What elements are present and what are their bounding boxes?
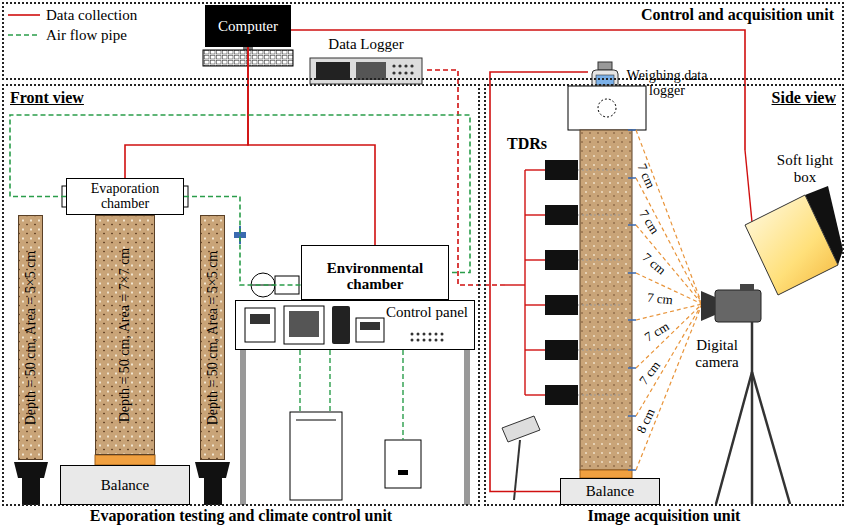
legend-line (8, 14, 40, 16)
legend-row: Air flow pipe (8, 25, 137, 45)
legend-row: Data collection (8, 5, 137, 25)
legend-text: Air flow pipe (46, 27, 127, 44)
dimension-label: 8 cm (634, 406, 659, 436)
unit-caption: Evaporation testing and climate control … (4, 507, 478, 525)
node-label: Environmental chamber (302, 261, 448, 293)
section-heading: Side view (772, 89, 836, 107)
data-cable (125, 47, 248, 178)
node-label: Evaporation chamber (67, 182, 183, 211)
node-label: Balance (101, 477, 149, 494)
legend-line (8, 34, 40, 36)
dimension-label: 7 cm (639, 250, 669, 279)
data-cable (248, 47, 375, 245)
dimension-label: 7 cm (633, 161, 658, 191)
digital-camera: Digital camera (688, 282, 770, 370)
node-label: Soft light box (770, 152, 840, 185)
balance: Balance (560, 478, 660, 505)
data-logger: Data Logger (305, 36, 427, 88)
connector-line (248, 47, 375, 245)
node-label: TDRs (507, 135, 547, 153)
legend: Data collectionAir flow pipe (8, 5, 137, 45)
node-label: Weighing data logger (622, 68, 712, 99)
node-label: Balance (586, 483, 634, 500)
dimension-label: 7 cm (636, 358, 664, 388)
dimension-label: 7 cm (635, 207, 662, 237)
soil-column: Depth = 50 cm, Area = 7×7 cm (95, 215, 155, 455)
legend-sample (8, 30, 40, 40)
column-label: Depth = 50 cm, Area = 5×5 cm (205, 250, 221, 425)
connector-line (125, 47, 248, 178)
column-label: Depth = 50 cm, Area = 7×7 cm (117, 248, 133, 423)
evaporation-chamber: Evaporation chamber (66, 178, 184, 215)
soft-light-box: Soft light box (735, 150, 842, 300)
soil-column: Depth = 50 cm, Area = 5×5 cm (200, 215, 225, 460)
balance: Balance (60, 465, 190, 505)
dimension-label: 7 cm (641, 318, 671, 345)
tdr-probes: TDRs (505, 135, 580, 410)
connector-line (291, 30, 745, 150)
column-label: Depth = 50 cm, Area = 5×5 cm (23, 250, 39, 425)
node-label: Computer (218, 18, 278, 35)
unit-panel: Front viewEvaporation testing and climat… (2, 84, 480, 506)
computer-monitor: Computer (205, 5, 291, 47)
control-panel: Control panel (235, 300, 475, 350)
connector-line (490, 72, 588, 492)
data-cable (490, 72, 588, 492)
soil-column: Depth = 50 cm, Area = 5×5 cm (18, 215, 43, 460)
node-label: Data Logger (305, 36, 427, 53)
data-cable (291, 30, 745, 150)
dimension-label: 7 cm (646, 290, 673, 309)
section-heading: Front view (10, 89, 84, 107)
legend-sample (8, 10, 40, 20)
node-label: Control panel (386, 304, 468, 321)
legend-text: Data collection (46, 7, 137, 24)
node-label: Digital camera (688, 337, 746, 370)
unit-caption: Image acquisition unit (486, 507, 842, 525)
section-heading: Control and acquisition unit (641, 6, 834, 24)
environmental-chamber: Environmental chamber (301, 245, 449, 300)
